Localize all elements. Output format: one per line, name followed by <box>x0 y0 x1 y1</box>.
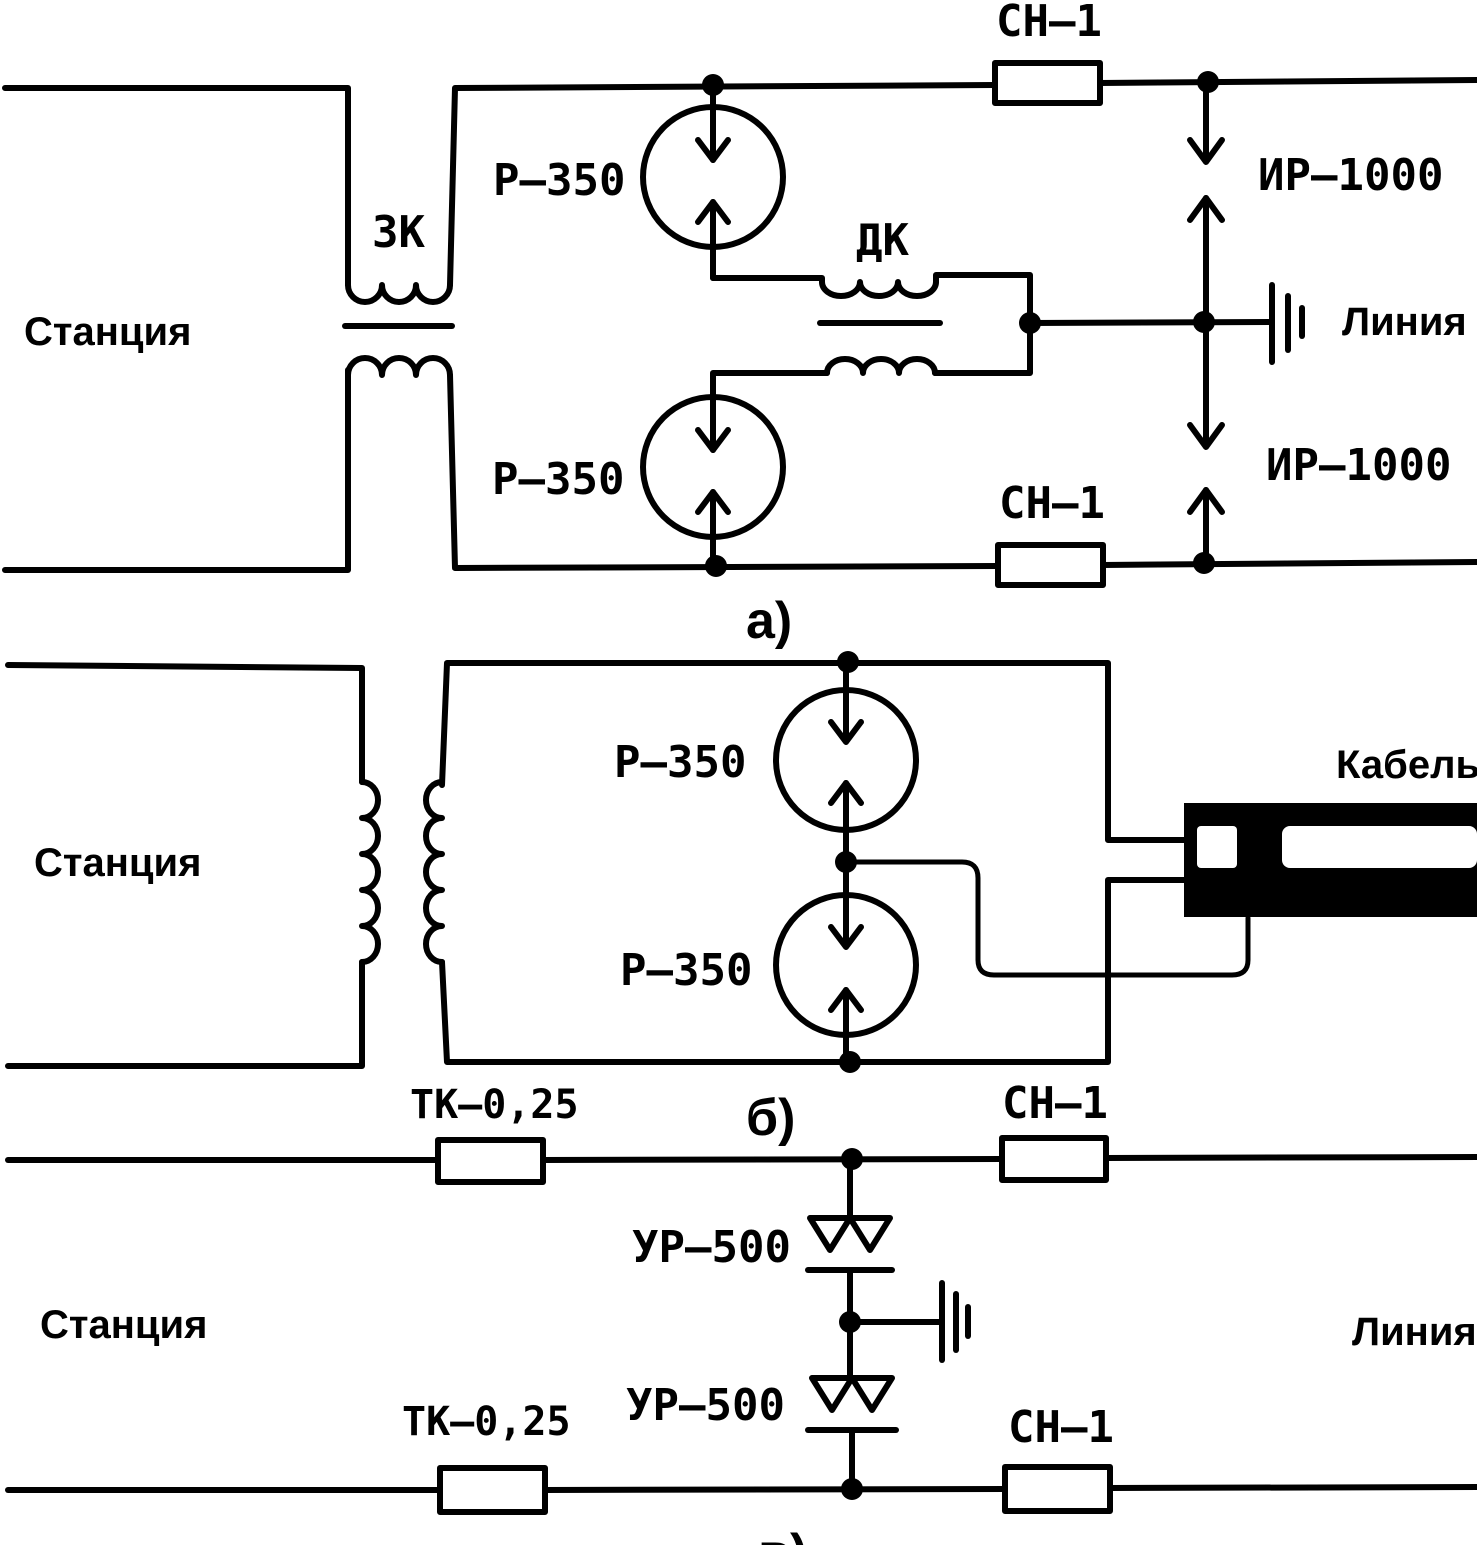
a-junction-dot <box>1193 552 1215 574</box>
b-arrester-bottom-label: Р–350 <box>620 945 752 996</box>
a-junction-dot <box>705 555 727 577</box>
v-fuse-top <box>999 1135 1109 1183</box>
panel-b: Станция Кабель Р–350 Р–350 б) <box>5 651 1477 1147</box>
a-fuse-top <box>992 60 1103 106</box>
a-line-wire-top-right <box>1097 77 1477 86</box>
v-junction-dot <box>839 1311 861 1333</box>
a-caption: а) <box>746 592 792 650</box>
v-wire-bottom-right <box>1107 1484 1477 1491</box>
b-arrester-bottom-arrowhead-up <box>828 987 864 1013</box>
b-junction-dot <box>837 651 859 673</box>
v-station-label: Станция <box>40 1303 207 1347</box>
v-wire-top-mid <box>540 1156 1005 1163</box>
v-arrester-top-triangle-right <box>847 1215 893 1253</box>
v-fuse-top-label: СН–1 <box>1002 1078 1108 1129</box>
v-wire-top-right <box>1103 1154 1477 1161</box>
a-transformer-winding-top <box>345 282 453 305</box>
a-junction-dot <box>1197 71 1219 93</box>
b-junction-dot <box>839 1051 861 1073</box>
a-arrester-bottom-label: Р–350 <box>492 454 624 505</box>
b-cable-insulation <box>1282 826 1477 868</box>
a-fuse-bottom <box>995 542 1106 588</box>
b-transformer-winding-primary <box>359 779 381 965</box>
b-arrester-bottom-arrowhead-down <box>828 924 864 950</box>
v-coil-top <box>435 1137 546 1185</box>
v-junction-dot <box>841 1148 863 1170</box>
b-secondary-bottom <box>439 877 1189 1065</box>
a-transformer-label: ЗК <box>372 207 425 258</box>
a-arrester-top-arrowhead-up <box>695 199 731 225</box>
b-cable-sheath-wire <box>843 859 1251 978</box>
b-secondary-top <box>439 660 1189 843</box>
a-arrester-bottom-arrowhead-up <box>695 489 731 515</box>
b-station-label: Станция <box>34 841 201 885</box>
b-arrester-top-arrowhead-down <box>828 719 864 745</box>
a-arrester-top-arrowhead-down <box>695 137 731 163</box>
a-choke-winding-bottom <box>824 356 938 376</box>
b-cable-core <box>1197 826 1237 868</box>
a-fuse-top-label: СН–1 <box>996 0 1102 47</box>
a-choke-label: ДК <box>856 215 909 266</box>
a-choke-lead-top-right <box>933 272 1033 325</box>
a-gap-top-arrowhead-down <box>1187 137 1225 165</box>
a-station-wire-bottom <box>2 367 351 573</box>
a-station-wire-top <box>2 85 351 288</box>
a-gap-top-arrowhead-up <box>1187 195 1225 223</box>
a-fuse-bottom-label: СН–1 <box>999 478 1105 529</box>
v-arrester-top-triangle-left <box>807 1215 853 1253</box>
a-station-label: Станция <box>24 310 191 354</box>
b-station-wire <box>5 662 365 785</box>
panel-a: Станция Линия ЗК ДК Р–350 Р–350 СН–1 СН–… <box>2 0 1477 650</box>
b-caption: б) <box>746 1089 795 1147</box>
a-choke-lead-bottom <box>710 370 830 378</box>
a-arrester-bottom-arrowhead-down <box>695 427 731 453</box>
b-cable-label: Кабель <box>1336 743 1477 787</box>
a-line-wire-bottom-right <box>1100 559 1477 568</box>
a-choke-lead-bottom-right <box>932 319 1033 376</box>
v-coil-bottom-label: ТК–0,25 <box>402 1399 571 1445</box>
b-arrester-top-label: Р–350 <box>614 737 746 788</box>
v-fuse-bottom <box>1002 1464 1113 1514</box>
a-line-label: Линия <box>1342 300 1467 344</box>
a-arrester-top-label: Р–350 <box>493 155 625 206</box>
v-fuse-bottom-label: СН–1 <box>1008 1402 1114 1453</box>
v-arrester-bottom-triangle-left <box>809 1375 855 1413</box>
v-caption: в) <box>758 1524 807 1545</box>
a-choke-lead-top <box>710 275 825 285</box>
b-junction-dot <box>835 851 857 873</box>
a-gap-bottom-label: ИР–1000 <box>1266 440 1451 491</box>
a-junction-dot <box>1019 312 1041 334</box>
v-arrester-bottom-triangle-right <box>849 1375 895 1413</box>
a-ground-bus <box>1027 319 1273 326</box>
b-arrester-top-arrowhead-up <box>828 780 864 806</box>
v-line-label: Линия <box>1352 1310 1477 1354</box>
a-gap-top-label: ИР–1000 <box>1258 150 1443 201</box>
panel-v: Станция Линия ТК–0,25 ТК–0,25 СН–1 СН–1 … <box>5 1078 1477 1545</box>
b-transformer-winding-secondary <box>423 779 445 965</box>
a-gap-bottom-arrowhead-down <box>1187 422 1225 450</box>
v-arrester-top-label: УР–500 <box>632 1222 791 1273</box>
v-coil-top-label: ТК–0,25 <box>410 1082 579 1128</box>
a-transformer-winding-bottom <box>345 355 453 378</box>
b-station-wire-bottom <box>5 959 365 1069</box>
a-line-wire-top <box>447 82 998 288</box>
a-junction-dot <box>702 74 724 96</box>
v-arrester-bottom-label: УР–500 <box>626 1380 785 1431</box>
v-coil-bottom <box>437 1465 548 1515</box>
a-gap-bottom-arrowhead-up <box>1187 487 1225 515</box>
v-wire-bottom-mid <box>542 1486 1008 1493</box>
v-junction-dot <box>841 1478 863 1500</box>
a-choke-winding-top <box>819 279 939 299</box>
a-line-wire-bottom <box>447 372 1001 571</box>
a-junction-dot <box>1193 311 1215 333</box>
